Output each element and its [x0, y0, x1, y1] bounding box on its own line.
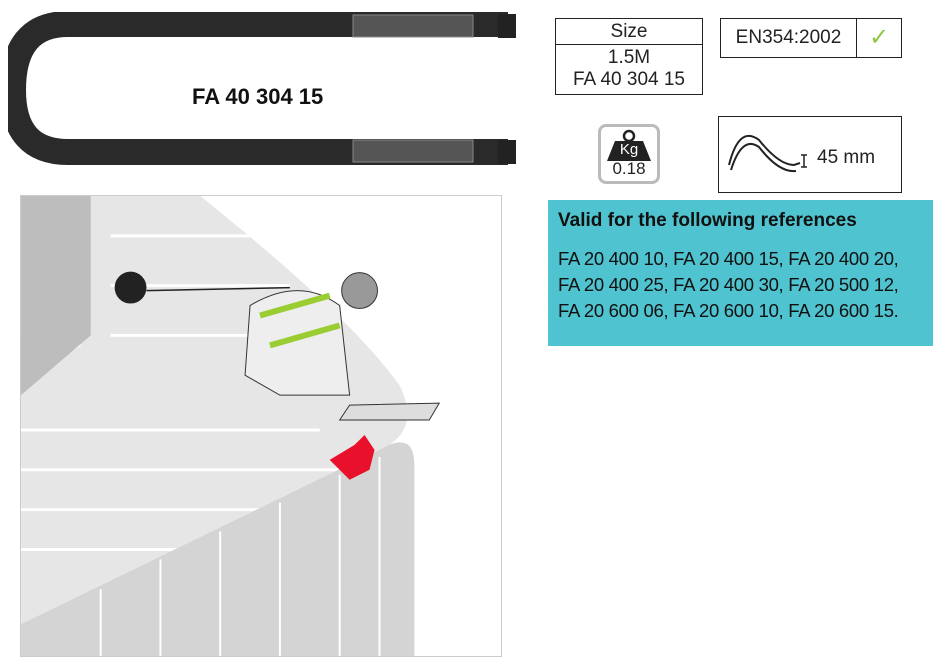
weight-value: 0.18: [612, 159, 646, 178]
reference-line: FA 20 400 25, FA 20 400 30, FA 20 500 12…: [558, 274, 899, 295]
standard-box: EN354:2002 ✓: [720, 18, 902, 58]
size-length: 1.5M: [607, 47, 651, 68]
weight-unit: Kg: [619, 141, 639, 158]
check-icon: ✓: [868, 24, 890, 51]
weight-icon: [607, 129, 651, 161]
standard-norm: EN354:2002: [721, 19, 857, 57]
usage-illustration: [20, 195, 502, 657]
size-header: Size: [556, 19, 702, 45]
strap-thickness-icon: [728, 134, 807, 173]
references-panel: Valid for the following references FA 20…: [548, 200, 933, 346]
product-code: FA 40 304 15: [192, 84, 324, 109]
lanyard-strap-image: [8, 12, 516, 165]
thickness-box: 45 mm: [718, 116, 902, 193]
reference-line: FA 20 600 06, FA 20 600 10, FA 20 600 15…: [558, 300, 899, 321]
reference-line: FA 20 400 10, FA 20 400 15, FA 20 400 20…: [558, 248, 899, 269]
weight-badge: Kg 0.18: [598, 124, 660, 184]
size-reference: FA 40 304 15: [573, 69, 685, 90]
thickness-value: 45 mm: [817, 147, 876, 168]
references-title: Valid for the following references: [558, 210, 857, 231]
